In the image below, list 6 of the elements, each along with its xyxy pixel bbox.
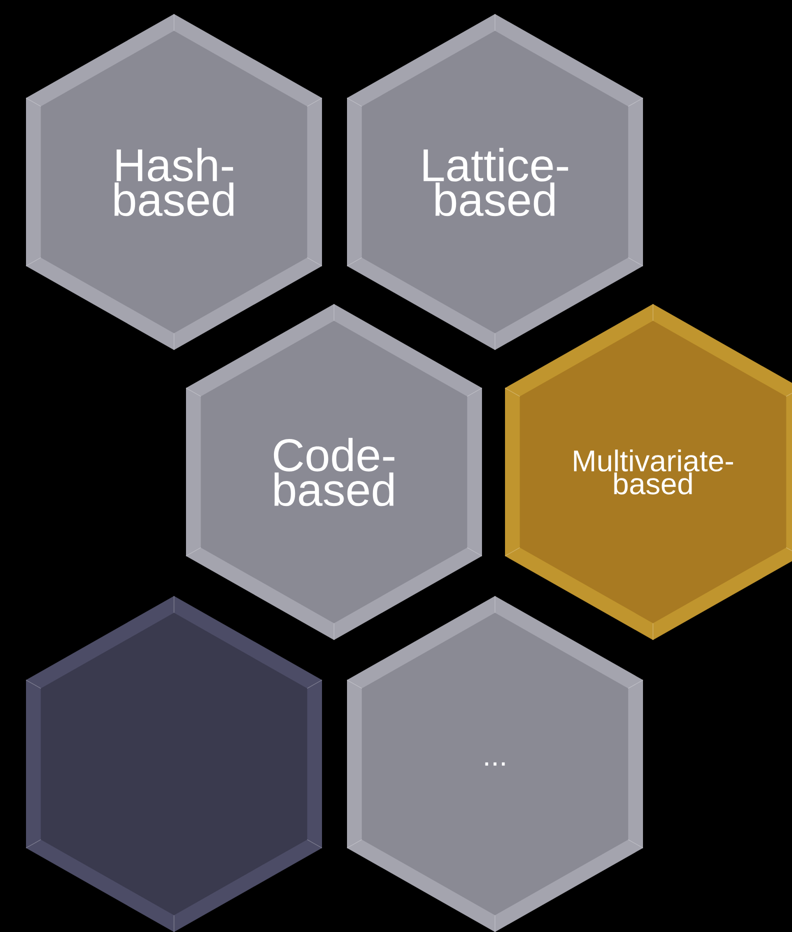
hexagon <box>26 596 322 932</box>
hexagon: ... <box>346 596 644 932</box>
hexagon: Code-based <box>186 304 482 640</box>
hexagon: Lattice-based <box>346 14 644 350</box>
hexagon: Multivariate-based <box>504 304 792 640</box>
hexagon: Hash-based <box>26 14 322 350</box>
